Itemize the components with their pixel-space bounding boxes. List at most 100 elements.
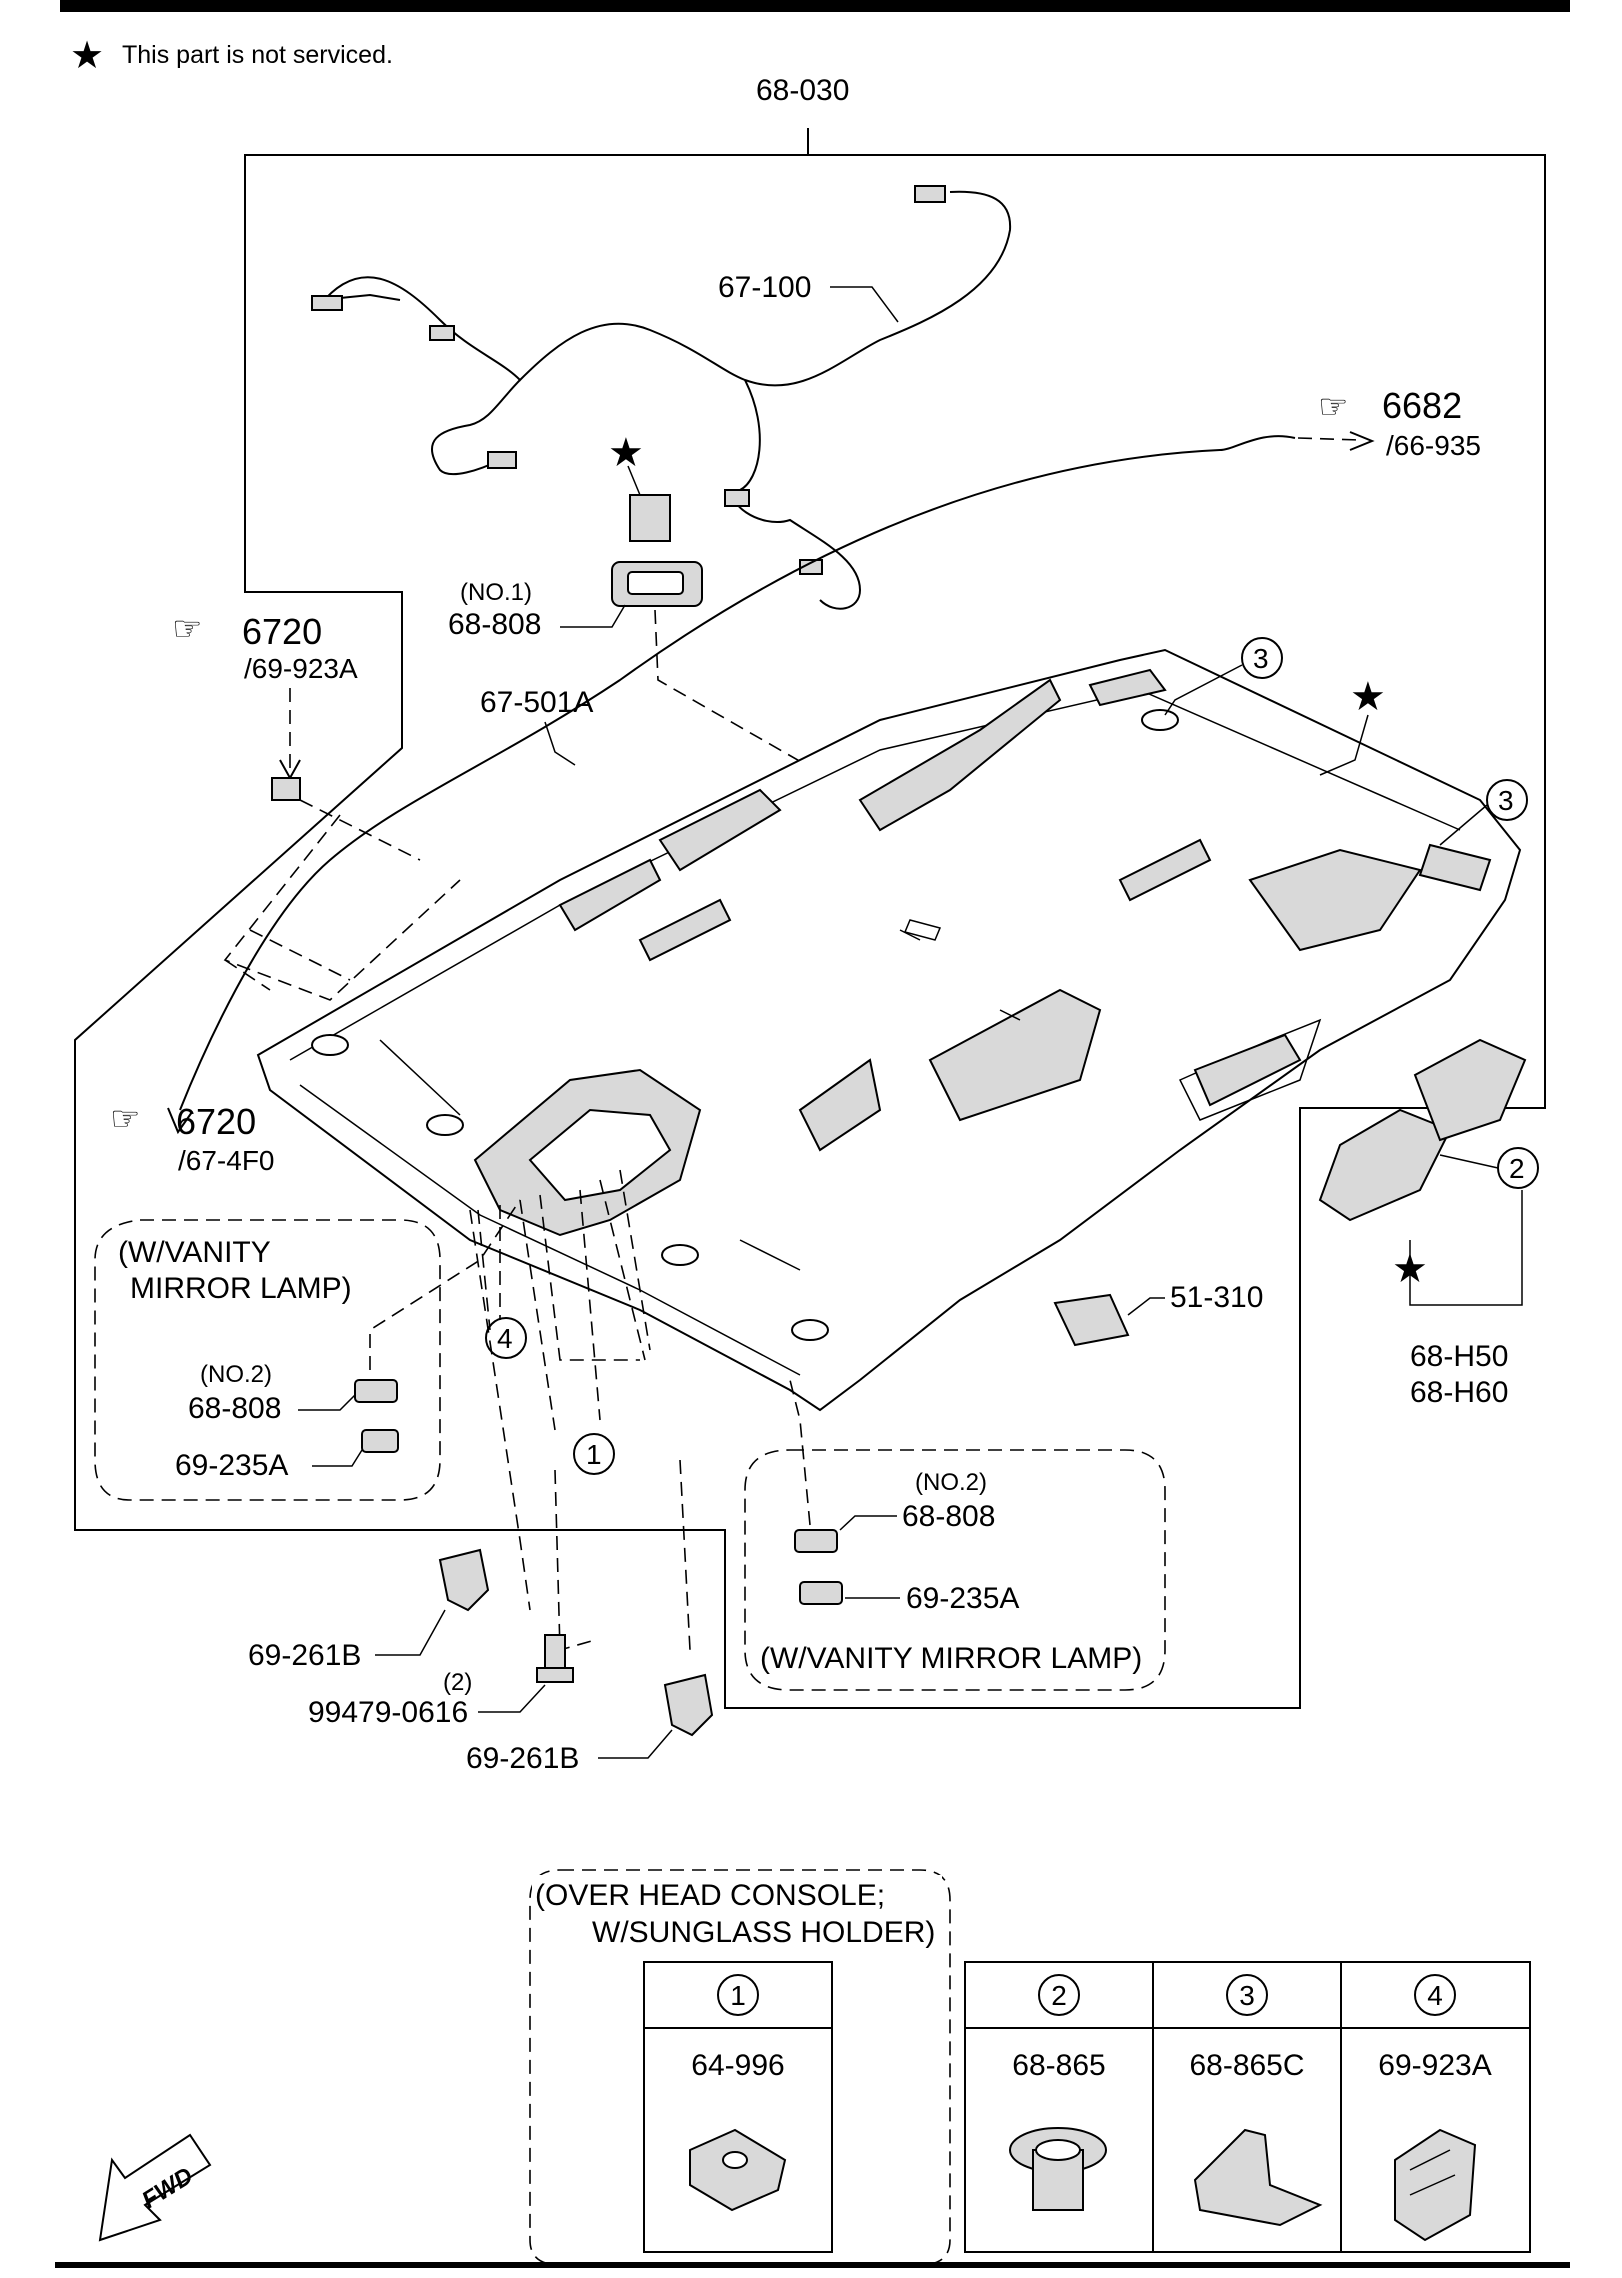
not-serviced-note: ★ This part is not serviced. xyxy=(70,35,393,77)
pointing-hand-icon: ☞ xyxy=(172,610,202,648)
bracket-visor xyxy=(1409,1190,1523,1306)
legend-part-68-865C xyxy=(1193,2128,1323,2227)
fwd-label: FWD xyxy=(137,2162,198,2214)
map-lamp-no1 xyxy=(611,561,703,607)
label-screw-qty: (2) xyxy=(443,1669,472,1696)
wire-67-501A xyxy=(179,435,1296,1111)
legend-circle-1 xyxy=(717,1974,759,2016)
leader-star-block xyxy=(627,465,641,496)
vanity-left-lamp: 68-808 xyxy=(188,1392,281,1425)
legend-circle-2 xyxy=(1038,1974,1080,2016)
label-68-H60: 68-H60 xyxy=(1410,1376,1508,1409)
ref-6720b-sub: /67-4F0 xyxy=(178,1145,275,1176)
star-icon: ★ xyxy=(608,431,644,475)
vanity-right-bulb: 69-235A xyxy=(906,1582,1019,1615)
callout-3-right-text: 3 xyxy=(1498,785,1514,816)
leader-vanity-left-lamp xyxy=(298,1394,356,1411)
callout-1-text: 1 xyxy=(586,1439,602,1470)
leader-3-upper xyxy=(1164,664,1243,716)
vanity-right-caption: (W/VANITY MIRROR LAMP) xyxy=(760,1642,1142,1675)
ref-6720a-sub: /69-923A xyxy=(244,653,358,684)
leader-vanity-left-bulb xyxy=(312,1449,363,1467)
assembly-outline xyxy=(74,128,1546,1709)
label-68-H50: 68-H50 xyxy=(1410,1340,1508,1373)
clip-69-261B-a xyxy=(438,1548,490,1612)
leader-51-310 xyxy=(1127,1297,1165,1316)
leader-star-headliner xyxy=(1319,714,1369,776)
label-67-501A: 67-501A xyxy=(480,686,593,719)
leader-2-visor xyxy=(1439,1154,1499,1169)
legend-part-68-865 xyxy=(1009,2127,1107,2211)
console-note-bg xyxy=(532,1875,942,1955)
arrow-to-6720-lower xyxy=(167,1107,193,1135)
ref-6720-upper: ☞ 6720 /69-923A xyxy=(172,610,358,801)
top-rule xyxy=(60,0,1570,12)
note-text: This part is not serviced. xyxy=(122,41,393,69)
leader-3-right xyxy=(1439,804,1488,846)
legend-number-4: 4 xyxy=(1427,1980,1443,2011)
console-group xyxy=(529,1869,951,2266)
legend-number-3: 3 xyxy=(1239,1980,1255,2011)
ref-6682: ☞ 6682 /66-935 xyxy=(1297,385,1481,461)
console-note-line1: (OVER HEAD CONSOLE; xyxy=(535,1879,885,1912)
pointing-hand-icon: ☞ xyxy=(110,1100,140,1138)
label-99479-0616: 99479-0616 xyxy=(308,1696,468,1729)
leader-clip-a xyxy=(375,1609,446,1656)
legend-circle-4 xyxy=(1414,1974,1456,2016)
leader-67-100 xyxy=(830,286,899,323)
legend-part-69-923A xyxy=(1394,2128,1477,2242)
vanity-left-bulb-part xyxy=(361,1429,399,1453)
label-68-030: 68-030 xyxy=(756,74,849,107)
label-51-310: 51-310 xyxy=(1170,1281,1263,1314)
vanity-right-lamp: 68-808 xyxy=(902,1500,995,1533)
fwd-arrow-icon: FWD xyxy=(98,2133,212,2242)
dash-lamp-to-headliner xyxy=(654,609,1061,1141)
dash-clip-region xyxy=(223,799,461,1001)
vanity-left-bulb: 69-235A xyxy=(175,1449,288,1482)
pointing-hand-icon: ☞ xyxy=(1318,388,1348,426)
vanity-right-group xyxy=(744,1449,1166,1691)
ref-6682-sub: /66-935 xyxy=(1386,430,1481,461)
unserviced-block xyxy=(629,494,671,542)
leader-vanity-right-lamp xyxy=(839,1515,897,1531)
leader-68-808-no1 xyxy=(560,604,626,628)
ref-6720-lower: ☞ 6720 /67-4F0 xyxy=(110,1100,275,1176)
callout-2-visor-text: 2 xyxy=(1509,1153,1525,1184)
vanity-left-line2: MIRROR LAMP) xyxy=(130,1272,352,1305)
ref-6682-code: 6682 xyxy=(1382,385,1462,426)
dash-vanity-right xyxy=(789,1379,811,1526)
legend-part-64-996 xyxy=(689,2128,787,2212)
label-68-808-no1: 68-808 xyxy=(448,608,541,641)
legend-part-label-1: 64-996 xyxy=(691,2049,784,2082)
vanity-left-lamp-part xyxy=(354,1379,398,1403)
vanity-left-no2: (NO.2) xyxy=(200,1361,272,1388)
vanity-left-group xyxy=(94,1219,441,1501)
wire-harness-67-100 xyxy=(311,185,1012,610)
callout-4 xyxy=(485,1317,527,1359)
legend-number-2: 2 xyxy=(1051,1980,1067,2011)
ref-6720a-code: 6720 xyxy=(242,611,322,652)
legend-part-label-2: 68-865 xyxy=(1012,2049,1105,2082)
ref-6720b-code: 6720 xyxy=(176,1101,256,1142)
leader-screw xyxy=(478,1684,546,1713)
legend-part-label-3: 68-865C xyxy=(1189,2049,1304,2082)
headliner-panel xyxy=(256,648,1522,1412)
star-icon: ★ xyxy=(1350,675,1386,719)
callout-3-right xyxy=(1486,779,1528,821)
screw-99479-0616 xyxy=(536,1634,574,1683)
grab-handle-51-310 xyxy=(1053,1293,1130,1347)
vanity-left-line1: (W/VANITY xyxy=(118,1236,271,1269)
label-69-261B-a: 69-261B xyxy=(248,1639,361,1672)
clip-69-261B-b xyxy=(663,1673,714,1737)
legend-circle-3 xyxy=(1226,1974,1268,2016)
legend-part-label-4: 69-923A xyxy=(1378,2049,1491,2082)
console-note-line2: W/SUNGLASS HOLDER) xyxy=(592,1916,935,1949)
bottom-rule xyxy=(55,2262,1570,2268)
sun-visors xyxy=(1318,1038,1527,1222)
label-69-261B-b: 69-261B xyxy=(466,1742,579,1775)
leader-67-501A xyxy=(544,721,576,766)
star-icon: ★ xyxy=(70,35,104,77)
label-67-100: 67-100 xyxy=(718,271,811,304)
